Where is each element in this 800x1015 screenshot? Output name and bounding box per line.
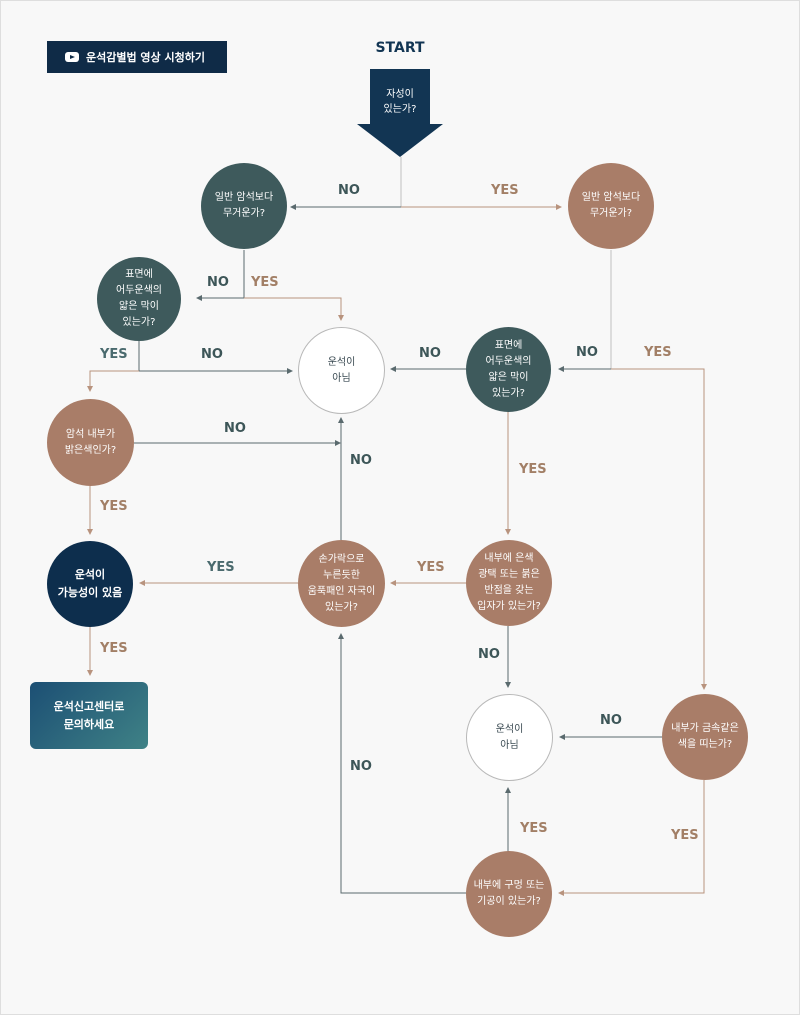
label-no-film-left: NO	[201, 347, 223, 362]
label-yes-film-left: YES	[100, 347, 128, 362]
label-no-magnet: NO	[338, 183, 360, 198]
label-yes-heavy-left: YES	[251, 275, 279, 290]
node-not-meteorite-bottom: 운석이 아님	[466, 694, 553, 781]
start-question: 자성이 있는가?	[383, 89, 417, 115]
node-heavy-left: 일반 암석보다 무거운가?	[201, 163, 287, 249]
label-yes-possible: YES	[100, 641, 128, 656]
label-yes-film-right: YES	[519, 462, 547, 477]
label-yes-inner-metal: YES	[417, 560, 445, 575]
node-possible-meteorite: 운석이 가능성이 있음	[47, 541, 133, 627]
label-no-film-right: NO	[419, 346, 441, 361]
label-no-metal-color: NO	[600, 713, 622, 728]
node-inner-bright: 암석 내부가 밝은색인가?	[47, 399, 134, 486]
node-not-meteorite-top: 운석이 아님	[298, 327, 385, 414]
label-no-heavy-right: NO	[576, 345, 598, 360]
watch-video-label: 운석감별법 영상 시청하기	[86, 51, 205, 64]
node-holes: 내부에 구멍 또는 기공이 있는가?	[466, 851, 552, 937]
node-thumbprint: 손가락으로 누른듯한 움푹패인 자국이 있는가?	[298, 540, 385, 627]
label-yes-metal-color: YES	[671, 828, 699, 843]
label-no-inner-metal: NO	[478, 647, 500, 662]
contact-center-box[interactable]: 운석신고센터로 문의하세요	[30, 682, 148, 749]
label-yes-magnet: YES	[491, 183, 519, 198]
label-yes-inner-bright: YES	[100, 499, 128, 514]
node-metal-color: 내부가 금속같은 색을 띠는가?	[662, 694, 748, 780]
label-no-heavy-left: NO	[207, 275, 229, 290]
youtube-play-icon	[65, 52, 79, 62]
node-film-left: 표면에 어두운색의 얇은 막이 있는가?	[97, 257, 181, 341]
label-no-holes: NO	[350, 759, 372, 774]
label-yes-thumbprint: YES	[207, 560, 235, 575]
label-no-inner-bright: NO	[224, 421, 246, 436]
label-no-thumbprint: NO	[350, 453, 372, 468]
start-label: START	[375, 40, 425, 56]
node-inner-metal: 내부에 은색 광택 또는 붉은 반점을 갖는 입자가 있는가?	[466, 540, 552, 626]
watch-video-button[interactable]: 운석감별법 영상 시청하기	[47, 41, 227, 73]
node-heavy-right: 일반 암석보다 무거운가?	[568, 163, 654, 249]
label-yes-heavy-right: YES	[644, 345, 672, 360]
start-arrow-shape	[357, 69, 443, 157]
node-film-right: 표면에 어두운색의 얇은 막이 있는가?	[466, 327, 551, 412]
label-yes-holes: YES	[520, 821, 548, 836]
